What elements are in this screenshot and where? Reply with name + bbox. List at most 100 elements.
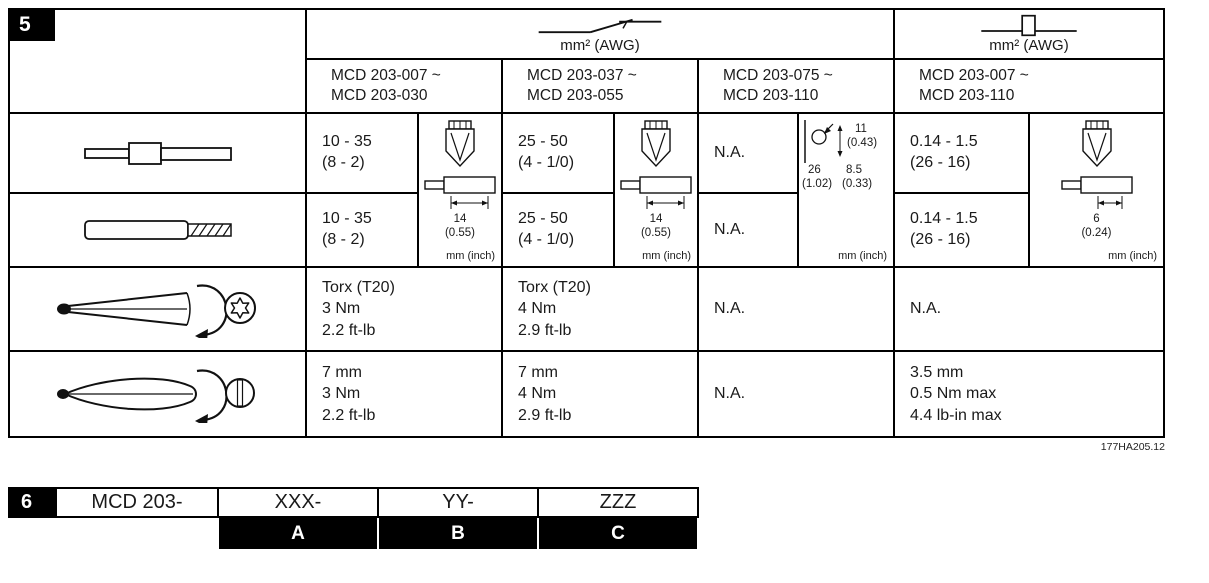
- spec-line: 4 Nm: [518, 385, 557, 403]
- figure5-number-badge: 5: [10, 10, 55, 41]
- control-unit-label: mm² (AWG): [989, 37, 1069, 54]
- code-b-cell: B: [379, 518, 537, 549]
- spec-line: 0.5 Nm max: [910, 385, 997, 403]
- ferrule-cable-icon-cell: [10, 114, 305, 192]
- code-zzz-cell: ZZZ: [539, 489, 697, 516]
- busbar-diagram-c: 11 (0.43) 26 8.5 (1.02) (0.33) mm (inch): [799, 114, 893, 266]
- code-xxx-cell: XXX-: [219, 489, 377, 516]
- spec-line: 3.5 mm: [910, 363, 964, 381]
- power-terminals-header-cell: mm² (AWG): [307, 10, 893, 58]
- bare-value-c-cell: N.A.: [699, 194, 797, 266]
- torx-spec-d-cell: N.A.: [895, 268, 1163, 350]
- value-line: (8 - 2): [322, 154, 365, 171]
- value-line: N.A.: [714, 143, 746, 161]
- figure6-empty-cell: [10, 518, 217, 549]
- model-prefix-cell: MCD 203-: [57, 489, 217, 516]
- value-line: (4 - 1/0): [518, 154, 575, 171]
- value-line: (26 - 16): [910, 154, 971, 171]
- wire-clamp-icon: [1081, 120, 1112, 168]
- ferrule-side-icon: [1060, 176, 1133, 209]
- control-terminal-icon: [981, 14, 1077, 37]
- ferrule-value-d-cell: 0.14 - 1.5 (26 - 16): [895, 114, 1028, 192]
- figure5-corner-cell: 5: [10, 10, 305, 112]
- figure6-code-row: A B C: [8, 518, 699, 549]
- spec-line: N.A.: [714, 385, 746, 403]
- value-line: (26 - 16): [910, 231, 971, 248]
- dimension-label: (0.33): [842, 178, 873, 190]
- bare-value-d-cell: 0.14 - 1.5 (26 - 16): [895, 194, 1028, 266]
- wire-clamp-icon: [641, 120, 671, 168]
- value-line: (4 - 1/0): [518, 231, 575, 248]
- busbar-lug-icon: [804, 120, 843, 163]
- spec-line: 7 mm: [518, 363, 558, 381]
- model-range-b-cell: MCD 203-037 ~ MCD 203-055: [503, 60, 697, 112]
- spec-line: 3 Nm: [322, 385, 361, 403]
- spec-line: Torx (T20): [518, 278, 591, 296]
- bare-cable-icon-cell: [10, 194, 305, 266]
- flat-spec-c-cell: N.A.: [699, 352, 893, 436]
- ferrule-side-icon: [620, 176, 692, 209]
- dimension-label: 8.5: [846, 164, 862, 176]
- model-range-line: MCD 203-075 ~: [723, 66, 833, 84]
- dimension-label: (0.55): [444, 227, 476, 239]
- unit-label: mm (inch): [642, 250, 691, 262]
- spec-line: 2.2 ft-lb: [322, 321, 376, 339]
- unit-label: mm (inch): [446, 250, 495, 262]
- spec-line: N.A.: [714, 300, 746, 318]
- figure5-table: 5 mm² (AWG) mm² (AWG) MCD 203-007 ~ MCD …: [8, 8, 1165, 438]
- torx-spec-b-cell: Torx (T20) 4 Nm 2.9 ft-lb: [503, 268, 697, 350]
- spec-line: 4.4 lb-in max: [910, 406, 1002, 424]
- torx-spec-a-cell: Torx (T20) 3 Nm 2.2 ft-lb: [307, 268, 501, 350]
- ferrule-cable-icon: [83, 142, 232, 165]
- bare-value-b-cell: 25 - 50 (4 - 1/0): [503, 194, 613, 266]
- value-line: (8 - 2): [322, 231, 365, 248]
- torx-screwdriver-icon-cell: [10, 268, 305, 350]
- value-line: 25 - 50: [518, 133, 568, 151]
- code-yy-cell: YY-: [379, 489, 537, 516]
- model-range-line: MCD 203-110: [723, 87, 819, 104]
- ferrule-value-b-cell: 25 - 50 (4 - 1/0): [503, 114, 613, 192]
- spec-line: 2.2 ft-lb: [322, 406, 376, 424]
- code-c-cell: C: [539, 518, 697, 549]
- figure6-table: 6 MCD 203- XXX- YY- ZZZ A B C: [8, 487, 699, 549]
- strip-length-diagram-d: 6 (0.24) mm (inch): [1030, 114, 1163, 266]
- power-unit-label: mm² (AWG): [560, 37, 640, 54]
- dimension-label: 11: [855, 123, 867, 135]
- unit-label: mm (inch): [838, 250, 887, 262]
- spec-line: 2.9 ft-lb: [518, 321, 572, 339]
- spec-line: 4 Nm: [518, 300, 557, 318]
- model-range-line: MCD 203-055: [527, 87, 624, 104]
- dimension-label: (0.43): [847, 137, 878, 149]
- model-range-line: MCD 203-037 ~: [527, 66, 637, 84]
- spec-line: 7 mm: [322, 363, 362, 381]
- code-a-cell: A: [219, 518, 377, 549]
- flat-spec-a-cell: 7 mm 3 Nm 2.2 ft-lb: [307, 352, 501, 436]
- torx-spec-c-cell: N.A.: [699, 268, 893, 350]
- flat-screwdriver-icon: [57, 369, 255, 423]
- control-terminals-header-cell: mm² (AWG): [895, 10, 1163, 58]
- dimension-label: (0.55): [640, 227, 672, 239]
- value-line: 0.14 - 1.5: [910, 210, 978, 228]
- dimension-label: (1.02): [802, 178, 833, 190]
- dimension-label: 26: [808, 164, 821, 176]
- value-line: 10 - 35: [322, 210, 372, 228]
- dimension-label: 14: [649, 213, 663, 225]
- dimension-label: 6: [1093, 213, 1100, 225]
- wire-clamp-icon: [445, 120, 475, 168]
- model-range-line: MCD 203-007 ~: [331, 66, 441, 84]
- value-line: 0.14 - 1.5: [910, 133, 978, 151]
- value-line: 10 - 35: [322, 133, 372, 151]
- ferrule-side-icon: [424, 176, 496, 209]
- bare-cable-icon: [83, 220, 232, 240]
- strip-length-diagram-a: 14 (0.55) mm (inch): [419, 114, 501, 266]
- dimension-label: 14: [453, 213, 467, 225]
- flat-screwdriver-icon-cell: [10, 352, 305, 436]
- model-range-line: MCD 203-030: [331, 87, 428, 104]
- mains-contact-icon: [538, 18, 662, 34]
- ferrule-value-c-cell: N.A.: [699, 114, 797, 192]
- model-range-a-cell: MCD 203-007 ~ MCD 203-030: [307, 60, 501, 112]
- flat-spec-b-cell: 7 mm 4 Nm 2.9 ft-lb: [503, 352, 697, 436]
- spec-line: Torx (T20): [322, 278, 395, 296]
- model-range-line: MCD 203-007 ~: [919, 66, 1029, 84]
